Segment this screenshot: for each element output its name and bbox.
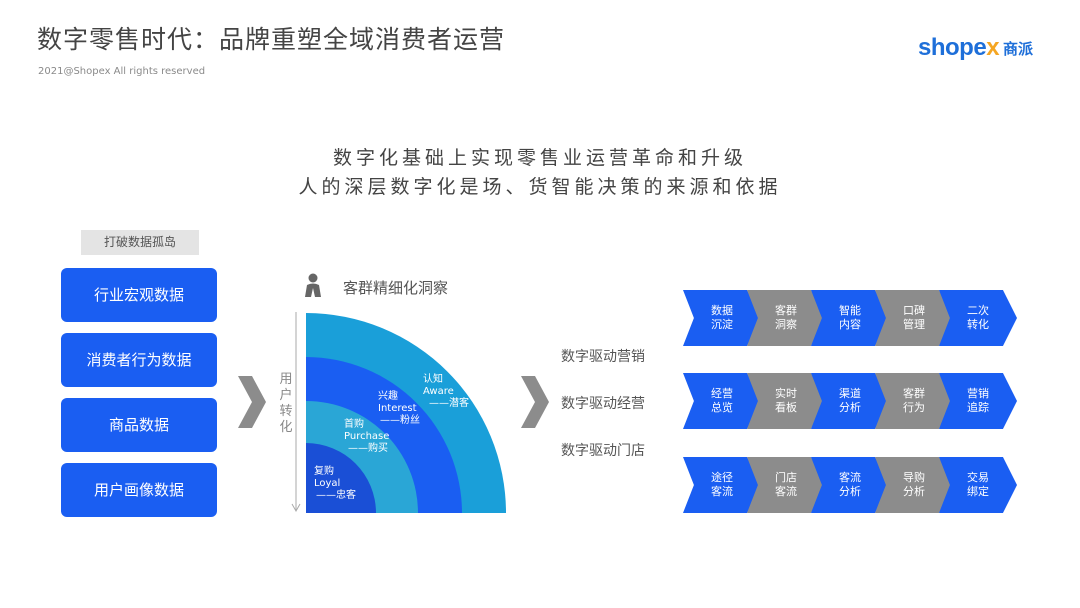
process-step: 客群洞察 (747, 290, 825, 346)
process-step: 实时看板 (747, 373, 825, 429)
headline-line-2: 人的深层数字化是场、货智能决策的来源和依据 (298, 176, 782, 198)
silo-tag: 打破数据孤岛 (81, 230, 199, 255)
process-step-label: 交易绑定 (967, 471, 989, 498)
process-step-label: 客群行为 (903, 387, 925, 414)
process-step: 渠道分析 (811, 373, 889, 429)
process-step: 口碑管理 (875, 290, 953, 346)
process-step-label: 门店客流 (775, 471, 797, 498)
logo-word: shopex (918, 34, 1000, 61)
process-step: 数据沉淀 (683, 290, 761, 346)
process-step: 交易绑定 (939, 457, 1017, 513)
process-step: 二次转化 (939, 290, 1017, 346)
logo-cn: 商派 (1003, 39, 1034, 58)
process-step: 门店客流 (747, 457, 825, 513)
process-step-label: 经营总览 (711, 387, 733, 414)
process-step-label: 数据沉淀 (711, 304, 733, 331)
shopex-logo: shopex 商派 (918, 34, 1033, 62)
process-step: 客流分析 (811, 457, 889, 513)
driver-label-store: 数字驱动门店 (561, 443, 645, 459)
process-step: 客群行为 (875, 373, 953, 429)
person-icon (305, 273, 321, 297)
silo-product-data: 商品数据 (61, 398, 217, 452)
conversion-axis-arrow (291, 312, 301, 513)
silo-consumer-behavior-data: 消费者行为数据 (61, 333, 217, 387)
process-step-label: 二次转化 (967, 304, 989, 331)
process-step: 智能内容 (811, 290, 889, 346)
process-step: 经营总览 (683, 373, 761, 429)
process-step-label: 客群洞察 (775, 304, 797, 331)
silo-user-profile-data: 用户画像数据 (61, 463, 217, 517)
chevron-right-icon (238, 376, 266, 428)
chevron-right-icon (521, 376, 549, 428)
process-step-label: 智能内容 (839, 304, 861, 331)
fan-layer-loyal (306, 443, 376, 513)
driver-label-operation: 数字驱动经营 (561, 396, 645, 412)
fan-label-loyal: 复购 Loyal ——忠客 (314, 466, 356, 501)
fan-label-aware: 认知 Aware ——潜客 (423, 374, 469, 409)
copyright-text: 2021@Shopex All rights reserved (38, 66, 206, 77)
process-step-label: 客流分析 (839, 471, 861, 498)
driver-label-marketing: 数字驱动营销 (561, 349, 645, 365)
process-step: 途径客流 (683, 457, 761, 513)
process-step-label: 导购分析 (903, 471, 925, 498)
process-step: 导购分析 (875, 457, 953, 513)
insight-title: 客群精细化洞察 (343, 279, 449, 297)
silo-industry-data: 行业宏观数据 (61, 268, 217, 322)
conversion-fan-chart (306, 313, 506, 513)
process-step: 营销追踪 (939, 373, 1017, 429)
headline-line-1: 数字化基础上实现零售业运营革命和升级 (332, 147, 747, 169)
process-step-label: 途径客流 (711, 471, 733, 498)
process-step-label: 营销追踪 (967, 387, 989, 414)
process-step-label: 渠道分析 (839, 387, 861, 414)
process-step-label: 实时看板 (775, 387, 797, 414)
fan-label-interest: 兴趣 Interest ——粉丝 (378, 391, 420, 426)
process-step-label: 口碑管理 (903, 304, 925, 331)
fan-label-purchase: 首购 Purchase ——购买 (344, 419, 390, 454)
page-title: 数字零售时代：品牌重塑全域消费者运营 (37, 25, 506, 54)
user-conversion-axis-label: 用户转化 (279, 372, 293, 435)
